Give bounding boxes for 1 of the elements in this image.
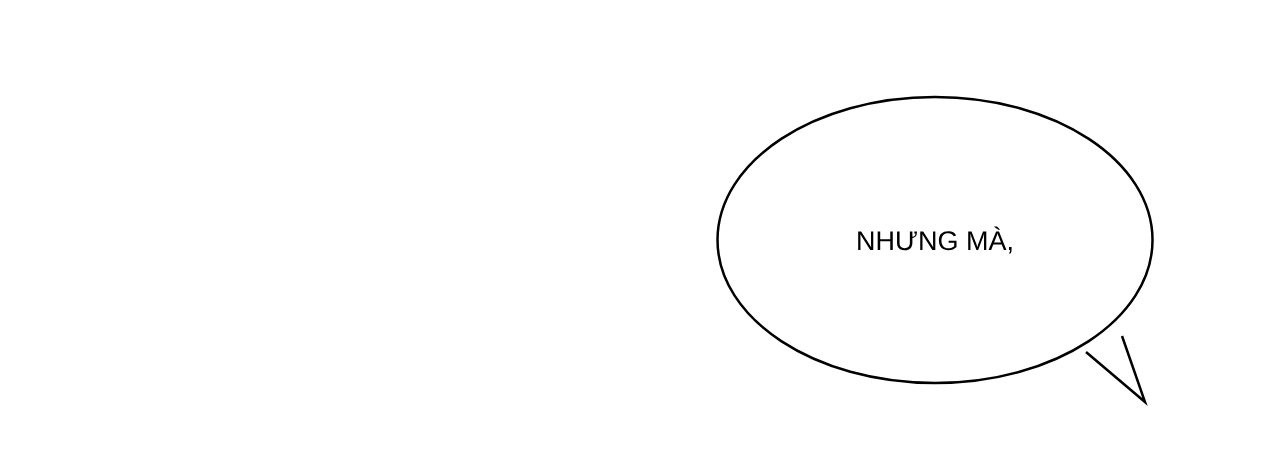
speech-bubble: NHƯNG MÀ, <box>716 95 1154 406</box>
